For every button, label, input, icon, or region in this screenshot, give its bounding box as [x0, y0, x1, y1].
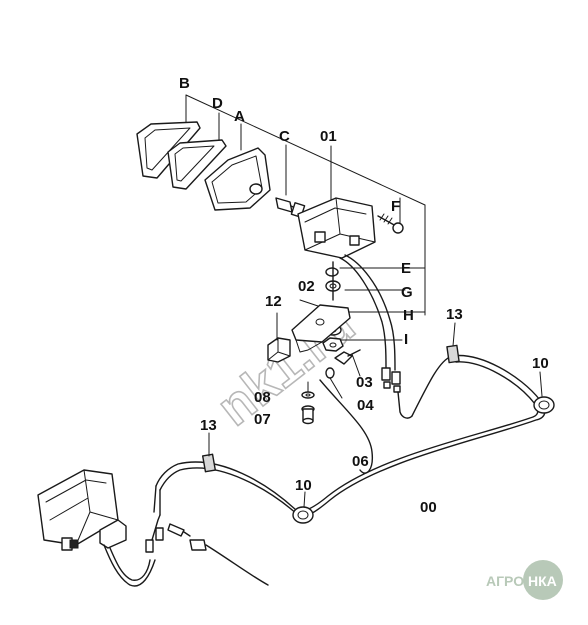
- part-13-sleeve-lower: [201, 432, 217, 473]
- leader-lines-top: [185, 94, 426, 341]
- label-13-lower: 13: [200, 417, 217, 434]
- label-00: 00: [420, 499, 437, 516]
- part-01-lamp-body: [297, 197, 376, 259]
- label-10-lower: 10: [295, 477, 312, 494]
- label-04: 04: [357, 397, 374, 414]
- label-h: H: [403, 307, 414, 324]
- label-03: 03: [356, 374, 373, 391]
- logo-text-right: НКА: [528, 573, 557, 589]
- label-e: E: [401, 260, 411, 277]
- part-d-gasket: [167, 139, 227, 190]
- part-10-clip-right: [533, 371, 555, 414]
- label-13-upper: 13: [446, 306, 463, 323]
- label-g: G: [401, 284, 413, 301]
- part-03-bolt: [334, 349, 361, 377]
- part-10-clip-lower: [292, 491, 314, 524]
- label-01: 01: [320, 128, 337, 145]
- part-a-lens-housing: [204, 147, 271, 211]
- part-labels: B D A C 01 F E G H I 02 12 13 10 03 04 0…: [179, 75, 549, 516]
- label-06: 06: [352, 453, 369, 470]
- label-c: C: [279, 128, 290, 145]
- label-b: B: [179, 75, 190, 92]
- part-02-bracket: [291, 299, 351, 353]
- label-10-right: 10: [532, 355, 549, 372]
- lower-work-lamp: [37, 469, 269, 587]
- label-i: I: [404, 331, 408, 348]
- label-08: 08: [254, 389, 271, 406]
- part-f-screw: [377, 213, 404, 234]
- part-12-clamp: [267, 312, 291, 363]
- cable-00: [153, 354, 546, 517]
- part-13-sleeve-upper: [446, 322, 460, 364]
- label-07: 07: [254, 411, 271, 428]
- logo-circle: [523, 560, 563, 600]
- label-02: 02: [298, 278, 315, 295]
- label-f: F: [391, 198, 400, 215]
- part-08-07-screw-washer: [301, 381, 315, 425]
- part-04-nut: [325, 367, 343, 399]
- label-d: D: [212, 95, 223, 112]
- agronka-logo: АГРО НКА: [486, 560, 563, 600]
- logo-text-left: АГРО: [486, 573, 524, 589]
- label-12: 12: [265, 293, 282, 310]
- label-a: A: [234, 108, 245, 125]
